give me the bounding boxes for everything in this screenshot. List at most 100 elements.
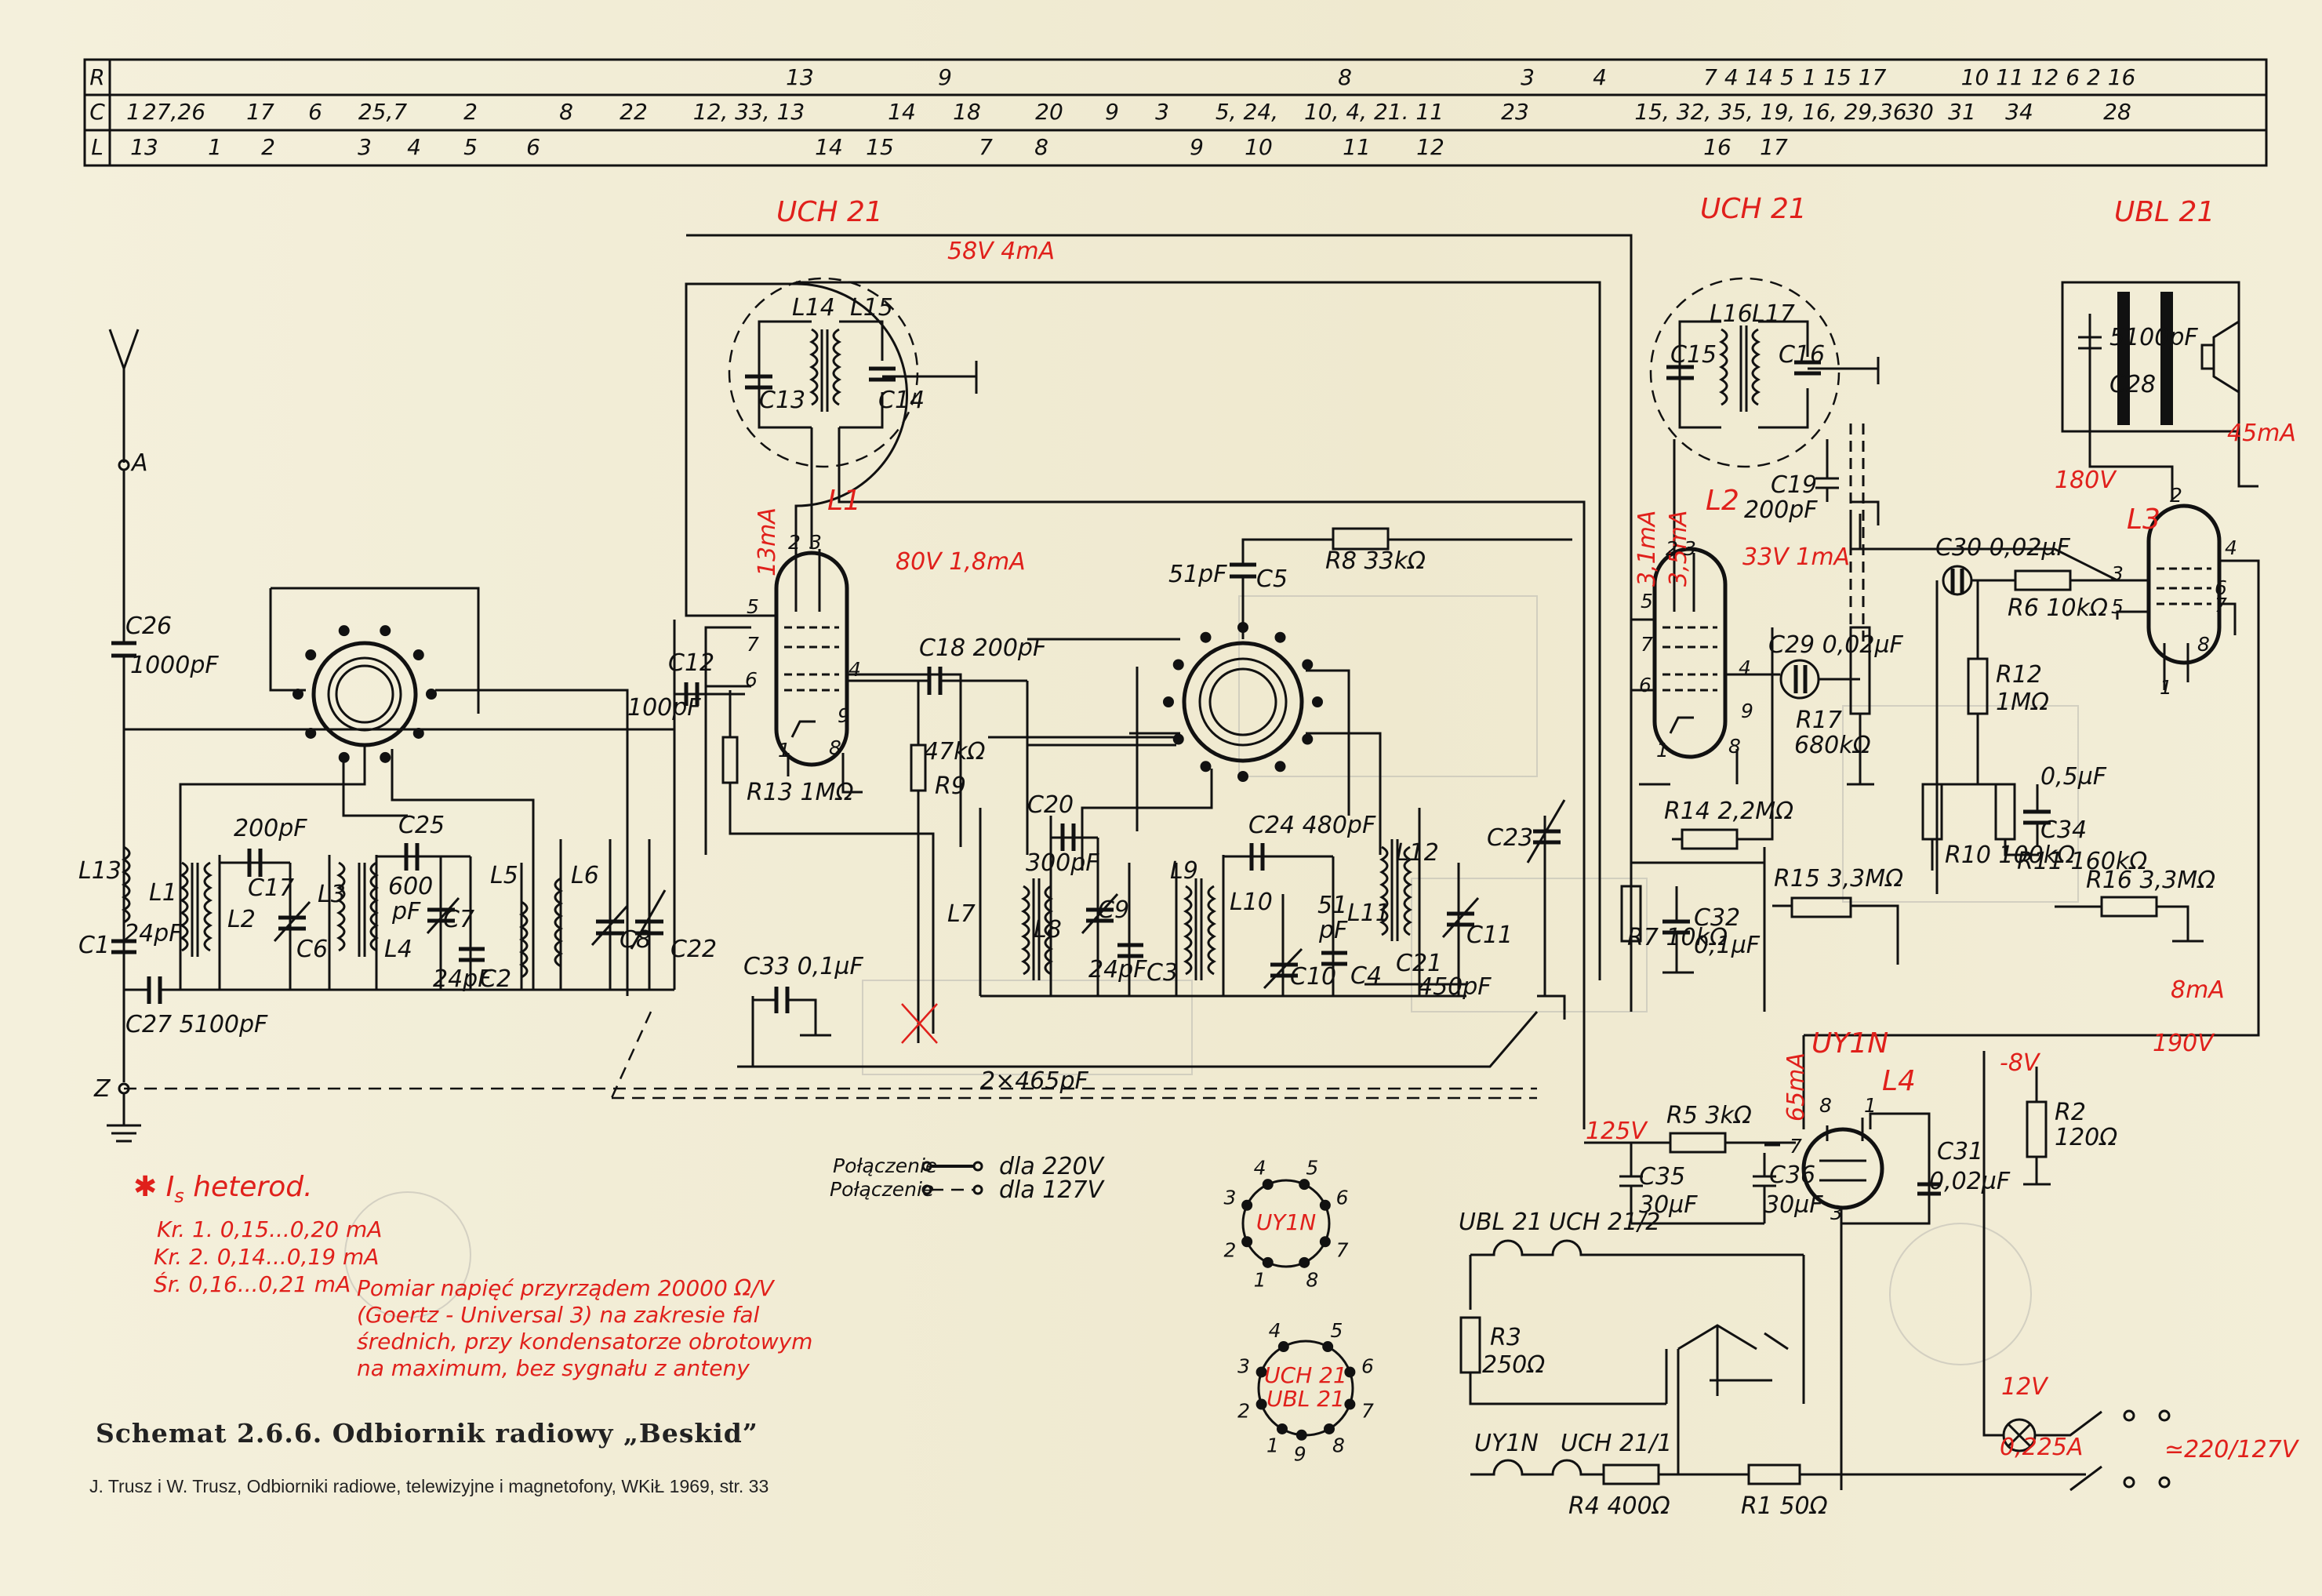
power-supply bbox=[1459, 1035, 2171, 1492]
label-c28: C28 bbox=[2109, 371, 2156, 398]
socket-pin-number: 4 bbox=[1269, 1319, 1281, 1342]
label-r2: R2 bbox=[2055, 1099, 2086, 1126]
socket-pin bbox=[1319, 1199, 1331, 1211]
tube-pin-number: 5 bbox=[1641, 590, 1653, 613]
figure-caption: Schemat 2.6.6. Odbiornik radiowy „Beskid… bbox=[96, 1418, 758, 1449]
label-l6: L6 bbox=[571, 862, 599, 889]
lamp-12v: 12V bbox=[2001, 1373, 2049, 1401]
current-8ma: 8mA bbox=[2171, 976, 2225, 1004]
socket-pin bbox=[1241, 1236, 1253, 1248]
socket-pin bbox=[1255, 1366, 1267, 1378]
input-coils bbox=[179, 620, 745, 1099]
value-r9: 47kΩ bbox=[924, 738, 986, 765]
switch-contact bbox=[1312, 696, 1323, 707]
value-c28: 5100pF bbox=[2109, 324, 2198, 351]
socket-pin bbox=[1344, 1398, 1356, 1410]
table-cell: 11 bbox=[1343, 134, 1371, 160]
label-r15: R15 3,3MΩ bbox=[1774, 865, 1903, 893]
label-c1: C1 bbox=[78, 932, 110, 959]
label-c24: C24 480pF bbox=[1248, 812, 1376, 839]
label-c17: C17 bbox=[248, 874, 294, 902]
mains-voltage: ≃220/127V bbox=[2164, 1436, 2300, 1463]
switch-contact bbox=[1172, 659, 1184, 671]
value-c31: 0,02µF bbox=[1929, 1168, 2011, 1195]
label-l14: L14 bbox=[792, 294, 835, 322]
table-cell: 2 bbox=[463, 99, 478, 125]
socket-pin bbox=[1299, 1256, 1310, 1268]
table-row-key: L bbox=[91, 134, 104, 160]
label-c8: C8 bbox=[620, 926, 651, 954]
tube-pin-number: 6 bbox=[745, 668, 758, 691]
table-cell: 9 bbox=[1190, 134, 1204, 160]
label-c30: C30 0,02µF bbox=[1935, 534, 2071, 562]
table-cell: 5 bbox=[463, 134, 478, 160]
label-c20: C20 bbox=[1027, 791, 1074, 819]
tube-ubl21 bbox=[1804, 281, 2260, 1037]
table-cell: 31 bbox=[1948, 99, 1976, 125]
label-c13: C13 bbox=[759, 387, 805, 414]
socket-pin bbox=[1319, 1236, 1331, 1248]
label-r16: R16 3,3MΩ bbox=[2086, 867, 2215, 894]
source-citation: J. Trusz i W. Trusz, Odbiorniki radiowe,… bbox=[89, 1476, 769, 1496]
label-c2: C2 bbox=[480, 965, 511, 993]
label-r8: R8 33kΩ bbox=[1325, 547, 1426, 575]
table-cell: 9 bbox=[1105, 99, 1119, 125]
label-c3: C3 bbox=[1146, 959, 1178, 987]
tube-pin-number: 5 bbox=[2111, 595, 2124, 618]
socket-pin-number: 9 bbox=[1294, 1443, 1306, 1466]
current-65ma: 65mA bbox=[1782, 1052, 1810, 1122]
if-transformer-l2 bbox=[1649, 277, 1880, 643]
value-c2: 24pF bbox=[433, 965, 492, 993]
tube-pin-number: 4 bbox=[2225, 536, 2237, 559]
label-c26: C26 bbox=[125, 613, 172, 640]
oscillator-section bbox=[737, 667, 1539, 1068]
table-cell: 27,26 bbox=[143, 99, 205, 125]
label-l15: L15 bbox=[850, 294, 893, 322]
table-cell: 15 bbox=[866, 134, 894, 160]
switch-contact bbox=[305, 649, 317, 661]
socket-pin bbox=[1262, 1256, 1274, 1268]
measurement-note: (Goertz - Universal 3) na zakresie fal bbox=[357, 1302, 760, 1328]
table-cell: 34 bbox=[2005, 99, 2033, 125]
value-c25b: pF bbox=[391, 898, 421, 925]
table-cell: 25,7 bbox=[358, 99, 408, 125]
tube-pin-number: 1 bbox=[778, 739, 790, 762]
socket-pin bbox=[1344, 1366, 1356, 1378]
table-cell: 5, 24, bbox=[1216, 99, 1278, 125]
label-c14: C14 bbox=[878, 387, 925, 414]
tube-pin-number: 7 bbox=[747, 633, 759, 656]
tube-pin-number: 8 bbox=[829, 736, 841, 759]
socket-pin bbox=[1295, 1429, 1307, 1441]
resistor-r8 bbox=[1243, 527, 1572, 551]
value-c19: 200pF bbox=[1744, 496, 1818, 524]
socket-pin bbox=[1255, 1398, 1267, 1410]
switch-contact bbox=[1200, 631, 1212, 643]
label-l17: L17 bbox=[1752, 300, 1795, 328]
label-r3: R3 bbox=[1490, 1324, 1521, 1351]
table-cell: 14 bbox=[888, 99, 916, 125]
label-l2: L2 bbox=[227, 906, 256, 933]
socket-pin-number: 4 bbox=[1254, 1156, 1266, 1179]
value-c36: 30µF bbox=[1764, 1191, 1823, 1219]
label-c25: C25 bbox=[398, 812, 445, 839]
voltage-180v: 180V bbox=[2055, 467, 2117, 494]
label-terminal-z: Z bbox=[93, 1075, 111, 1103]
label-c11: C11 bbox=[1466, 922, 1513, 949]
legend-value-127: dla 127V bbox=[999, 1176, 1106, 1204]
table-cell: 7 4 14 5 bbox=[1703, 64, 1794, 90]
socket-pin bbox=[1262, 1179, 1274, 1191]
table-cell: 17 bbox=[246, 99, 274, 125]
table-cell: 14 bbox=[815, 134, 843, 160]
heterodyne-sr: Śr. 0,16...0,21 mA bbox=[154, 1271, 351, 1297]
tube-pin-number: 3 bbox=[1684, 537, 1696, 560]
label-l1: L1 bbox=[149, 879, 177, 907]
table-cell: 9 bbox=[938, 64, 952, 90]
label-c29: C29 0,02µF bbox=[1768, 631, 1904, 659]
label-c9: C9 bbox=[1098, 896, 1129, 924]
label-c15: C15 bbox=[1670, 341, 1717, 369]
table-cell: 8 bbox=[1034, 134, 1048, 160]
label-uy1n-heater: UY1N bbox=[1474, 1430, 1539, 1457]
tube-pin-number: 4 bbox=[848, 658, 861, 681]
